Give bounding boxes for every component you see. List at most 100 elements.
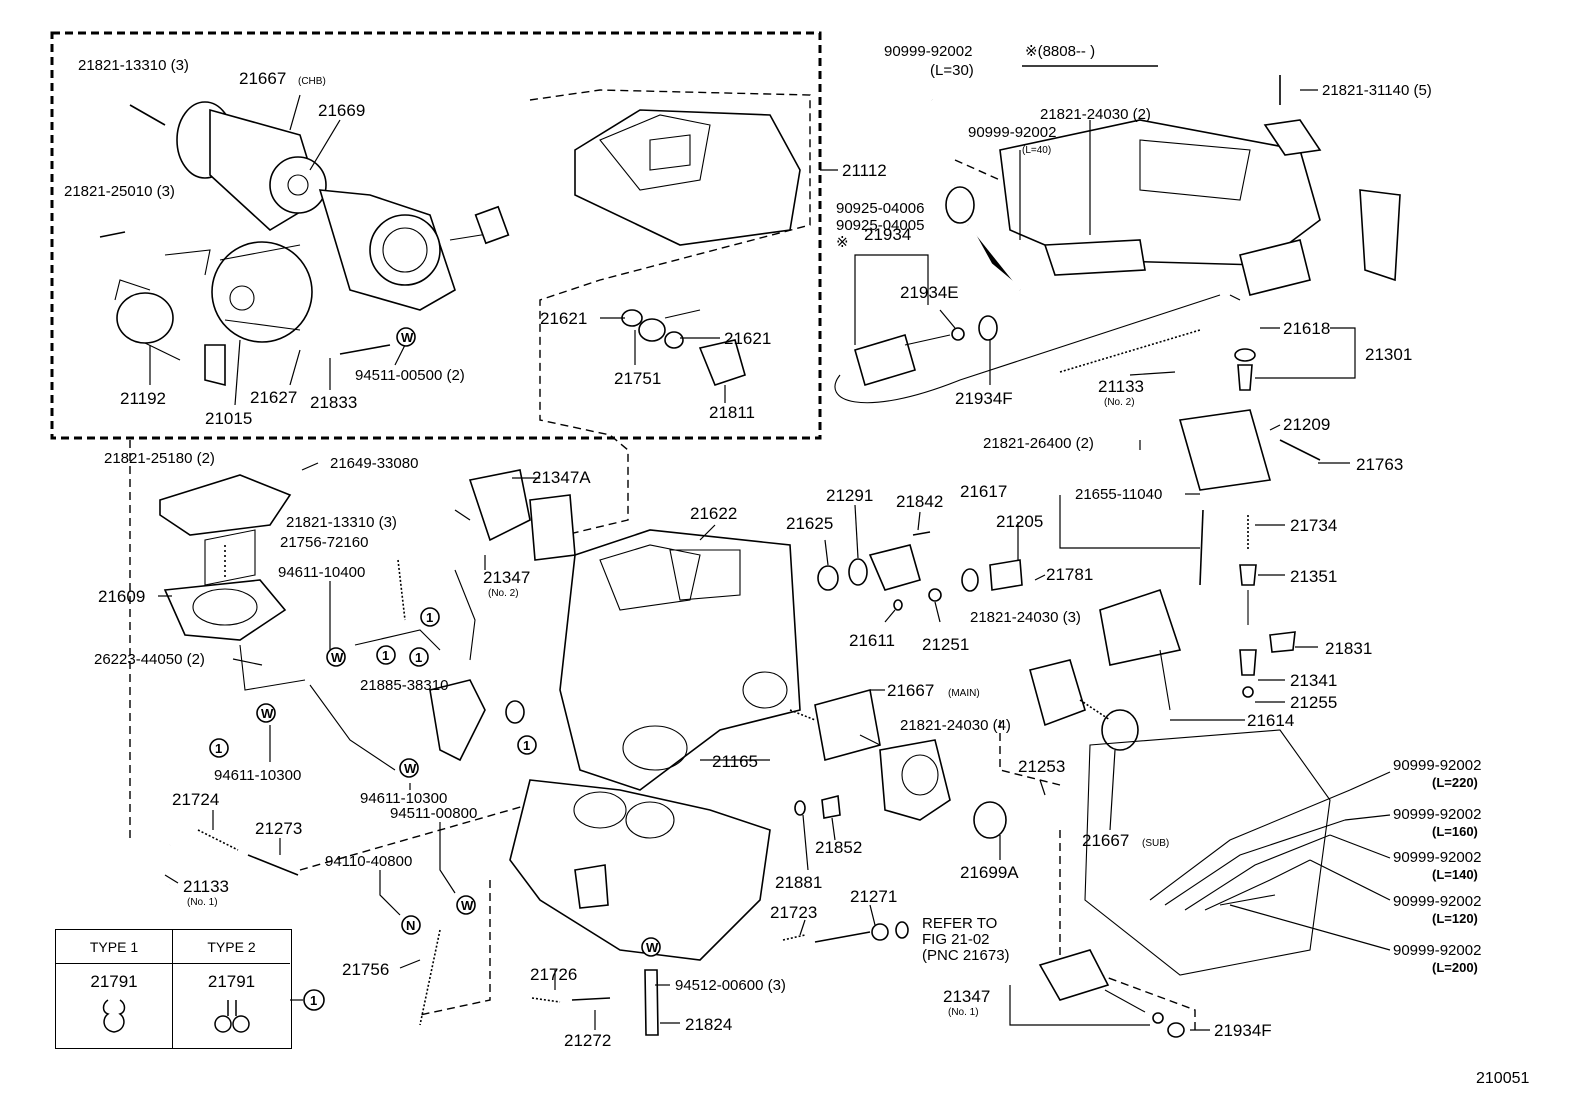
needle-21271 bbox=[814, 921, 909, 943]
label-21726: 21726 bbox=[530, 965, 577, 984]
label-21133-no2: 21133 bbox=[1098, 377, 1144, 396]
label-21347A: 21347A bbox=[532, 468, 591, 487]
label-94511-00500: 94511-00500 (2) bbox=[355, 367, 465, 384]
label-21351: 21351 bbox=[1290, 567, 1337, 586]
label-21824: 21824 bbox=[685, 1015, 732, 1034]
document-number: 210051 bbox=[1476, 1070, 1530, 1087]
label-21669: 21669 bbox=[318, 101, 365, 120]
label-21734: 21734 bbox=[1290, 516, 1337, 535]
bracket-small-part bbox=[204, 344, 226, 387]
bolt-21824 bbox=[644, 969, 659, 1036]
svg-text:W: W bbox=[331, 650, 344, 665]
label-21133-no1: 21133 bbox=[183, 877, 229, 896]
label-21341: 21341 bbox=[1290, 671, 1337, 690]
type-1-body: 21791 bbox=[56, 964, 173, 1048]
label-21852: 21852 bbox=[815, 838, 862, 857]
svg-text:(L=140): (L=140) bbox=[1432, 867, 1478, 882]
label-21781: 21781 bbox=[1046, 565, 1093, 584]
label-21881: 21881 bbox=[775, 873, 822, 892]
svg-text:(L=30): (L=30) bbox=[930, 62, 974, 79]
label-21842: 21842 bbox=[896, 492, 943, 511]
label-21934F-bottom: 21934F bbox=[1214, 1021, 1272, 1040]
label-21192: 21192 bbox=[120, 389, 166, 408]
label-21756: 21756 bbox=[342, 960, 389, 979]
vacuum-diaphragm-part bbox=[114, 249, 211, 361]
screw-21821-25010 bbox=[99, 231, 126, 238]
type-2-header: TYPE 2 bbox=[173, 930, 290, 964]
carb-body-21622 bbox=[559, 529, 801, 791]
screw-21272 bbox=[571, 997, 611, 1001]
bracket-21821-24030-part bbox=[1043, 239, 1146, 276]
label-26223-44050: 26223-44050 (2) bbox=[94, 651, 205, 668]
spring-21723 bbox=[782, 934, 806, 941]
label-94611-10400: 94611-10400 bbox=[278, 564, 365, 581]
refer-line-2: FIG 21-02 bbox=[922, 931, 990, 948]
label-21209: 21209 bbox=[1283, 415, 1330, 434]
svg-text:N: N bbox=[406, 918, 415, 933]
label-21821-24030-4: 21821-24030 (4) bbox=[900, 717, 1011, 734]
svg-text:(L=40): (L=40) bbox=[1022, 145, 1051, 156]
solenoid-dash bbox=[1059, 830, 1196, 1035]
label-21934F-top: 21934F bbox=[955, 389, 1013, 408]
intake-base-sketch bbox=[1084, 729, 1331, 976]
svg-text:W: W bbox=[461, 898, 474, 913]
label-21821-31140: 21821-31140 (5) bbox=[1322, 82, 1432, 99]
label-21347-no1: 21347 bbox=[943, 987, 990, 1006]
cap-21699A bbox=[973, 801, 1007, 839]
svg-text:(CHB): (CHB) bbox=[298, 76, 326, 87]
svg-text:W: W bbox=[404, 761, 417, 776]
nut-21852 bbox=[821, 795, 841, 819]
label-21621-b: 21621 bbox=[724, 329, 771, 348]
choke-cover-part bbox=[211, 241, 313, 343]
right-dash bbox=[954, 159, 1001, 181]
label-hose-l220: 90999-92002 bbox=[1393, 757, 1481, 774]
air-horn-part bbox=[574, 109, 801, 246]
hose-l30 bbox=[929, 99, 958, 186]
label-21723: 21723 bbox=[770, 903, 817, 922]
label-21821-13310-top: 21821-13310 (3) bbox=[78, 57, 189, 74]
label-21627: 21627 bbox=[250, 388, 297, 407]
screw-21833 bbox=[339, 344, 391, 355]
spring-21726 bbox=[531, 997, 561, 1003]
svg-text:1: 1 bbox=[415, 650, 422, 665]
label-hose-l200: 90999-92002 bbox=[1393, 942, 1481, 959]
svg-text:1: 1 bbox=[426, 610, 433, 625]
svg-text:(No. 2): (No. 2) bbox=[1104, 397, 1135, 408]
label-21165: 21165 bbox=[712, 752, 758, 771]
diaphragm-21667-sub bbox=[1029, 659, 1139, 751]
part-labels: 21821-13310 (3) 21667 (CHB) 21669 21821-… bbox=[64, 43, 1481, 1050]
solenoid-21301-part bbox=[1234, 239, 1311, 391]
ref-mark: ※ bbox=[836, 234, 849, 251]
small-washers-21621 bbox=[621, 309, 701, 349]
svg-text:W: W bbox=[261, 706, 274, 721]
choke-housing-part bbox=[176, 101, 327, 231]
label-21756-72160: 21756-72160 bbox=[280, 534, 368, 551]
svg-text:W: W bbox=[646, 940, 659, 955]
front-dash bbox=[419, 880, 491, 1016]
svg-text:(No. 1): (No. 1) bbox=[948, 1007, 979, 1018]
svg-text:(L=220): (L=220) bbox=[1432, 775, 1478, 790]
label-21611: 21611 bbox=[849, 631, 895, 650]
svg-text:(No. 2): (No. 2) bbox=[488, 588, 519, 599]
type-table: TYPE 1 TYPE 2 21791 21791 bbox=[55, 929, 292, 1049]
label-21724: 21724 bbox=[172, 790, 219, 809]
label-21609: 21609 bbox=[98, 587, 145, 606]
label-21821-25180: 21821-25180 (2) bbox=[104, 450, 215, 467]
label-21301: 21301 bbox=[1365, 345, 1412, 364]
throttle-body-21165 bbox=[509, 779, 771, 961]
plug-21811 bbox=[698, 339, 746, 386]
label-21112: 21112 bbox=[842, 161, 887, 180]
housing-21821-24030-4 bbox=[879, 739, 951, 821]
refer-line-1: REFER TO bbox=[922, 915, 997, 932]
choke-breaker-group-box bbox=[50, 31, 822, 440]
label-90925-04006: 90925-04006 bbox=[836, 200, 924, 217]
label-21821-26400: 21821-26400 (2) bbox=[983, 435, 1094, 452]
pin-21881 bbox=[794, 800, 806, 816]
label-21271: 21271 bbox=[850, 887, 897, 906]
air-horn-group-outline bbox=[529, 89, 811, 536]
hose-21133-no1 bbox=[105, 842, 172, 902]
choke-body-part bbox=[318, 189, 510, 311]
label-hose-l160: 90999-92002 bbox=[1393, 806, 1481, 823]
label-21751: 21751 bbox=[614, 369, 661, 388]
